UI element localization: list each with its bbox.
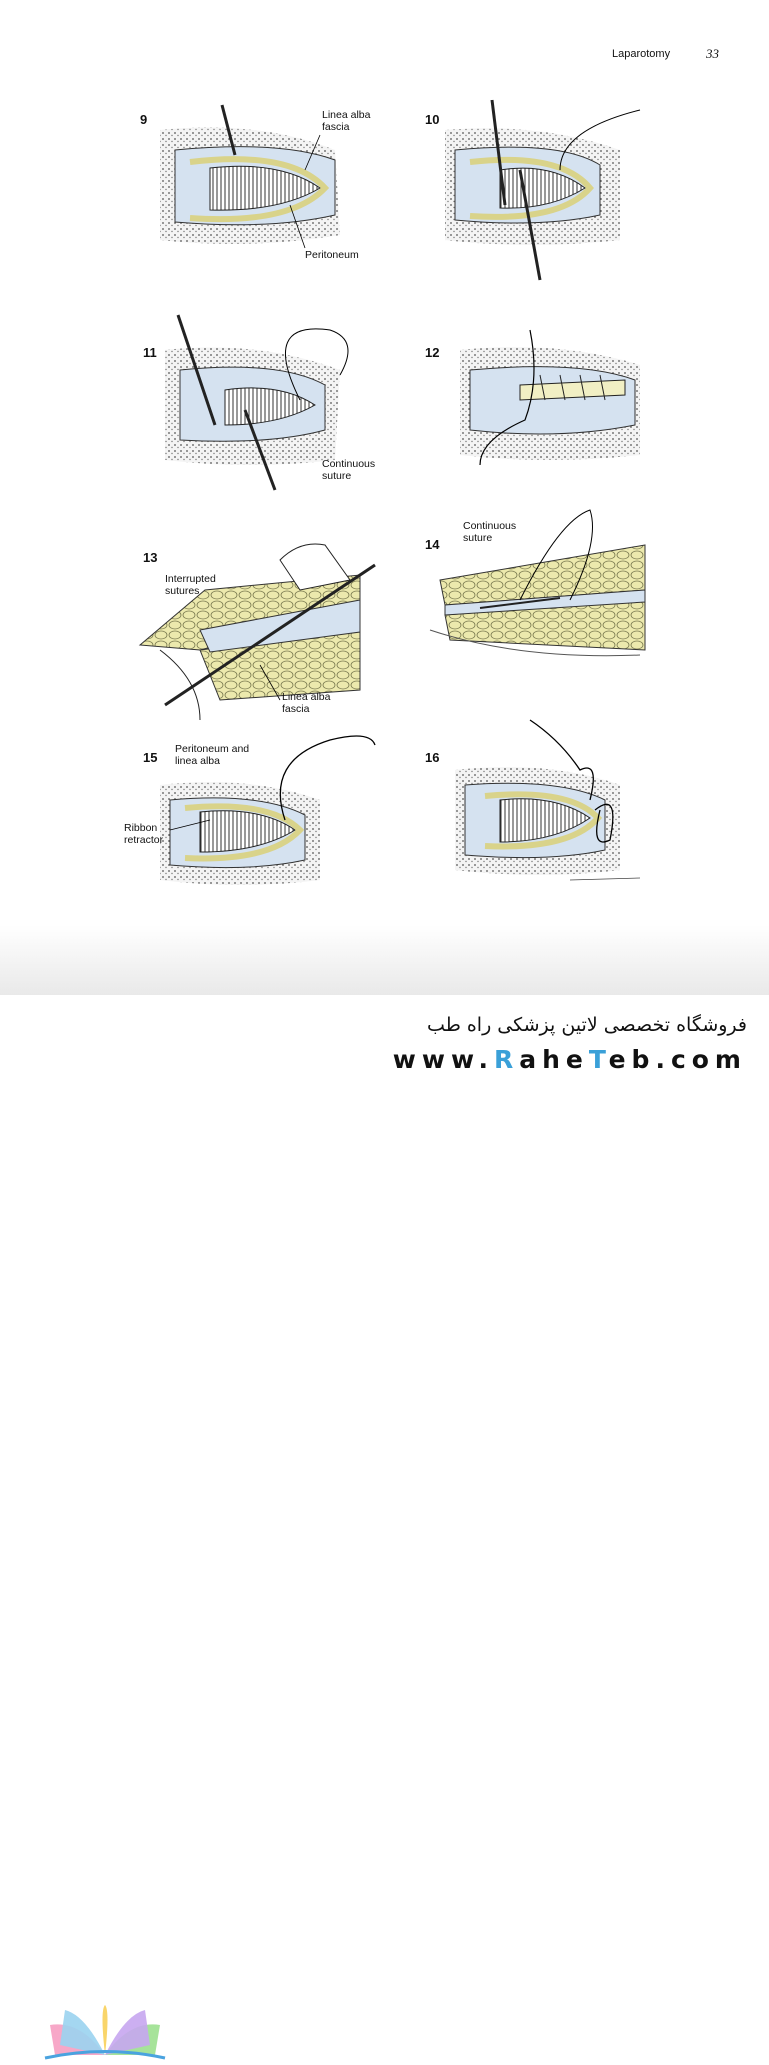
figure-14-drawing: [429, 509, 646, 657]
label-ribbon-retractor: Ribbon retractor: [124, 822, 164, 846]
label-peritoneum: Peritoneum: [305, 249, 359, 261]
site-part: ahe: [519, 1045, 589, 1074]
book-logo-icon: [44, 2005, 166, 2060]
illustrations: [138, 99, 646, 885]
site-accent: R: [493, 1045, 520, 1074]
label-linea-alba-fascia: Linea alba fascia: [282, 691, 331, 715]
figure-number: 9: [140, 112, 148, 127]
figure-number: 13: [143, 550, 158, 565]
figure-11-drawing: [165, 314, 349, 491]
site-url[interactable]: www.RaheTeb.com: [393, 1045, 747, 1074]
site-part: eb.com: [608, 1045, 747, 1074]
figure-15-drawing: [160, 735, 376, 885]
figure-9-drawing: [160, 104, 340, 249]
figure-number: 16: [425, 750, 440, 765]
running-title: Laparotomy: [612, 48, 671, 60]
figure-12-drawing: [460, 329, 640, 466]
site-prefix: www.: [392, 1045, 494, 1074]
label-interrupted-sutures: Interrupted sutures: [165, 573, 216, 597]
label-peritoneum-linea-alba: Peritoneum and linea alba: [175, 743, 250, 767]
shop-name: فروشگاه تخصصی لاتین پزشکی راه طب: [427, 1014, 747, 1036]
figure-16-drawing: [455, 719, 641, 881]
figure-number: 11: [143, 345, 157, 360]
figure-number: 10: [425, 112, 440, 127]
page-shadow: [0, 925, 769, 995]
figure-10-drawing: [445, 99, 641, 281]
label-continuous-suture: Continuous suture: [322, 458, 376, 482]
page-number: 33: [706, 46, 719, 61]
label-continuous-suture: Continuous suture: [463, 520, 517, 544]
figure-number: 12: [425, 345, 440, 360]
book-page: Laparotomy 33: [0, 0, 769, 940]
figure-number: 14: [425, 537, 440, 552]
figure-13-drawing: [138, 543, 376, 721]
figure-number: 15: [143, 750, 158, 765]
label-linea-alba-fascia: Linea alba fascia: [322, 109, 371, 133]
site-accent: T: [588, 1045, 609, 1074]
